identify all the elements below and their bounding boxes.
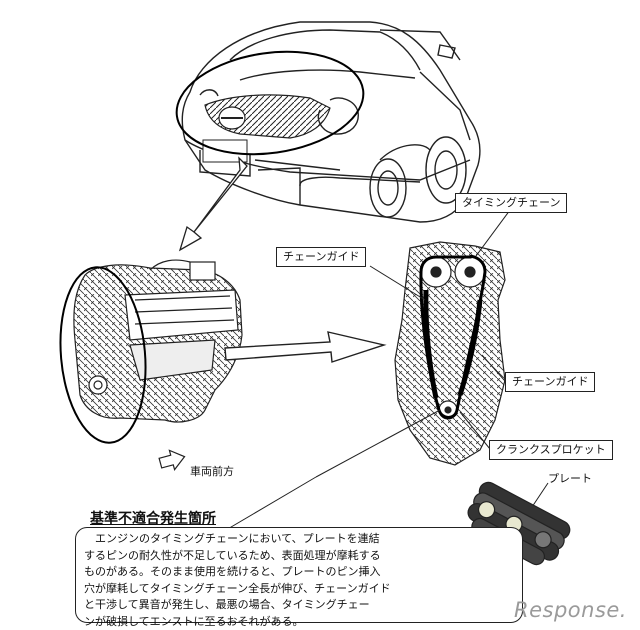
defect-line: と干渉して異音が発生し、最悪の場合、タイミングチェー <box>84 597 518 614</box>
defect-line: ものがある。そのまま使用を続けると、プレートのピン挿入 <box>84 564 518 581</box>
label-vehicle-front: 車両前方 <box>190 463 234 479</box>
label-crank-sprocket: クランクスプロケット <box>489 440 613 460</box>
engine-illustration <box>74 260 242 422</box>
response-watermark: Response. <box>514 598 627 622</box>
arrow-engine-to-chain <box>225 332 384 362</box>
defect-line: するピンの耐久性が不足しているため、表面処理が摩耗する <box>84 548 518 565</box>
label-timing-chain: タイミングチェーン <box>455 193 567 213</box>
defect-line: ンが破損してエンストに至るおそれがある。 <box>84 614 518 630</box>
defect-description: エンジンのタイミングチェーンにおいて、プレートを連結 するピンの耐久性が不足して… <box>84 531 518 630</box>
defect-heading: 基準不適合発生箇所 <box>90 508 216 528</box>
timing-chain-assembly <box>395 242 505 465</box>
label-chain-guide-left: チェーンガイド <box>276 247 366 267</box>
defect-line: 穴が摩耗してタイミングチェーン全長が伸び、チェーンガイド <box>84 581 518 598</box>
label-chain-guide-right: チェーンガイド <box>505 372 595 392</box>
arrow-car-to-engine <box>180 158 247 250</box>
label-plate: プレート <box>548 470 592 486</box>
vehicle-front-arrow <box>158 447 187 473</box>
defect-line: エンジンのタイミングチェーンにおいて、プレートを連結 <box>84 531 518 548</box>
